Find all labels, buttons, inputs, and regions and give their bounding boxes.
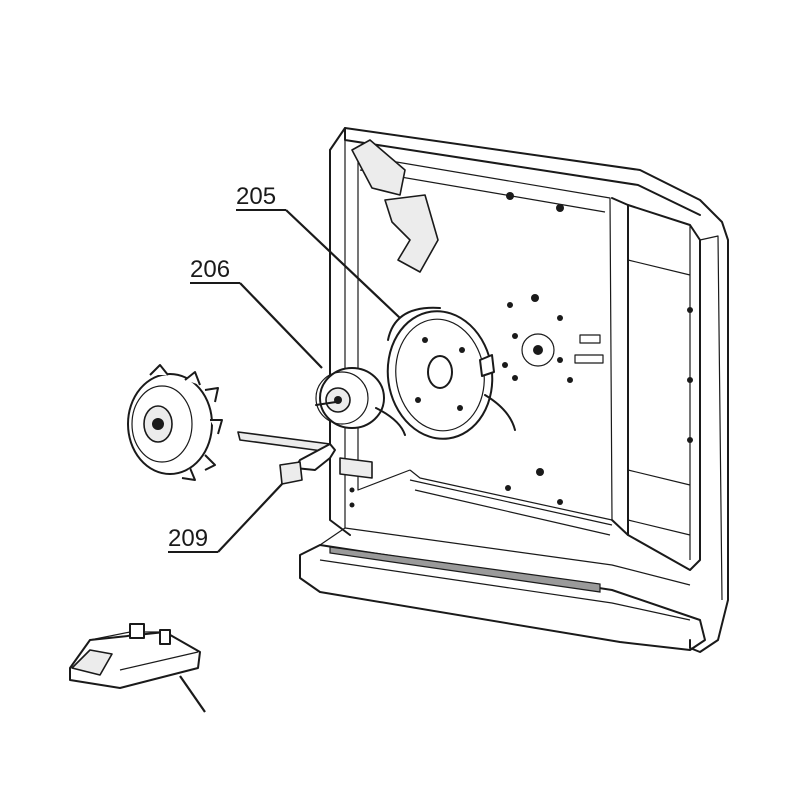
- housing-frame: [299, 127, 729, 653]
- callout-205: 205: [236, 183, 276, 210]
- leader-209: [217, 483, 283, 553]
- part-206-motor: [315, 367, 406, 436]
- leader-205: [285, 209, 401, 319]
- control-module: [69, 623, 206, 713]
- part-209-shaft: [237, 431, 336, 485]
- part-205-flange: [386, 306, 516, 440]
- callout-209: 209: [168, 525, 208, 552]
- callout-206: 206: [190, 256, 230, 283]
- leader-lines: [168, 209, 401, 553]
- fan-impeller: [127, 364, 223, 481]
- leader-206: [239, 282, 323, 369]
